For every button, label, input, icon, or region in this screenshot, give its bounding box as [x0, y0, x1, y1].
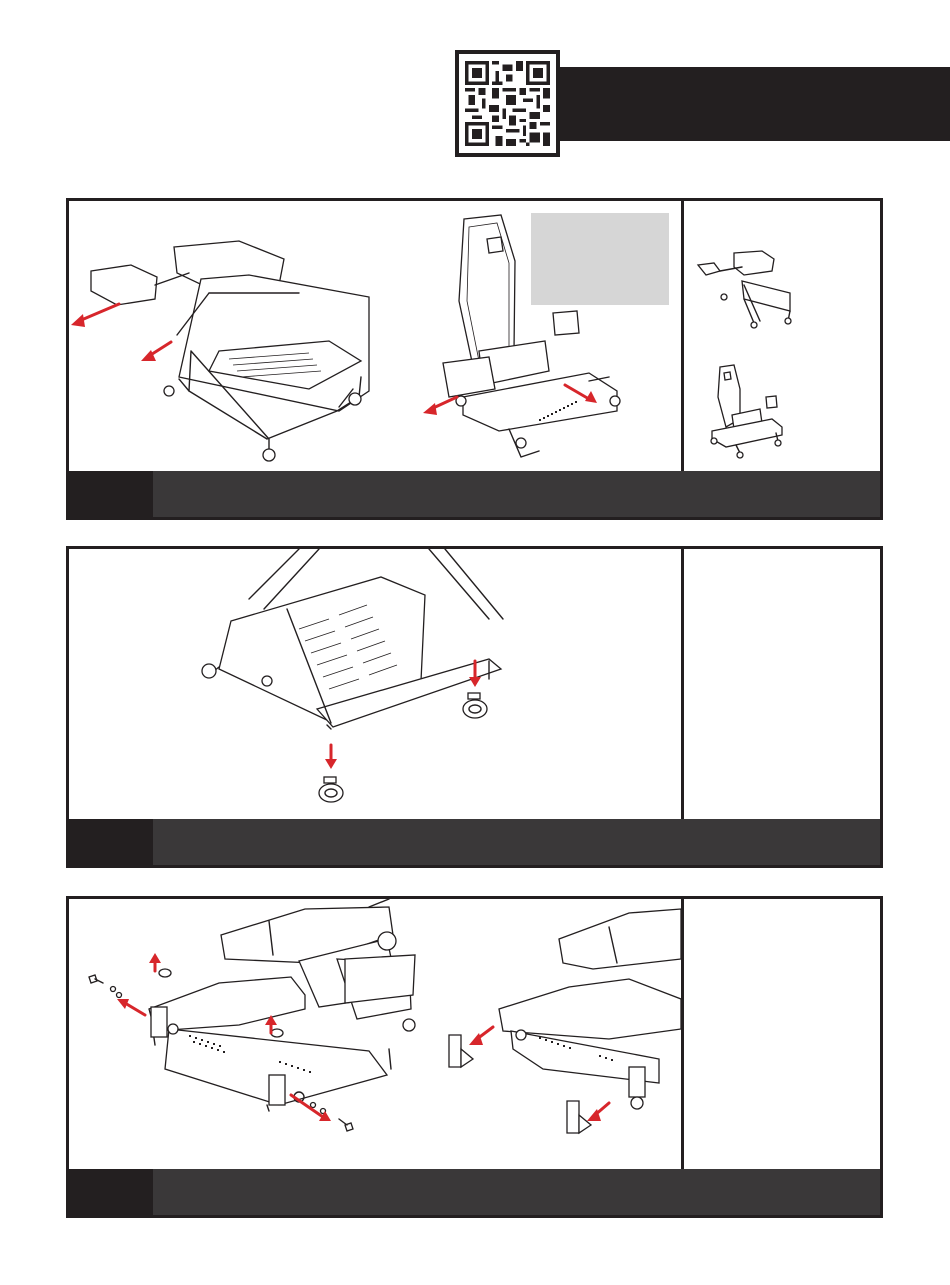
- step-3-illustration: [69, 899, 681, 1170]
- seat-frame-thumb-icon: [711, 365, 782, 458]
- caster-wheel-illustration: [319, 777, 343, 802]
- step-2-footer: [69, 819, 880, 865]
- step-2-illustration: [69, 549, 681, 820]
- note-box: [531, 213, 669, 305]
- pedal-frame-illustration: [91, 241, 369, 461]
- step-1-illustration: [69, 201, 681, 472]
- seat-base-illustration: [149, 899, 415, 1111]
- step-2-number-cell: [69, 819, 153, 865]
- caster-wheel-illustration: [463, 693, 487, 718]
- step-3-side: [684, 899, 880, 1170]
- frame-underside-illustration: [202, 549, 503, 729]
- step-3-number-cell: [69, 1169, 153, 1215]
- step-1-panel: [66, 198, 883, 520]
- title-bar: [560, 67, 950, 141]
- step-1-number-cell: [69, 471, 153, 517]
- step-2-panel: [66, 546, 883, 868]
- qr-code-icon: [465, 60, 550, 147]
- step-3-footer: [69, 1169, 880, 1215]
- step-3-panel: [66, 896, 883, 1218]
- step-1-footer: [69, 471, 880, 517]
- seat-base-bracket-view-illustration: [499, 909, 681, 1109]
- pedal-frame-thumb-icon: [698, 251, 791, 328]
- step-1-overview: [684, 201, 880, 472]
- step-2-side: [684, 549, 880, 820]
- qr-code: [455, 50, 560, 157]
